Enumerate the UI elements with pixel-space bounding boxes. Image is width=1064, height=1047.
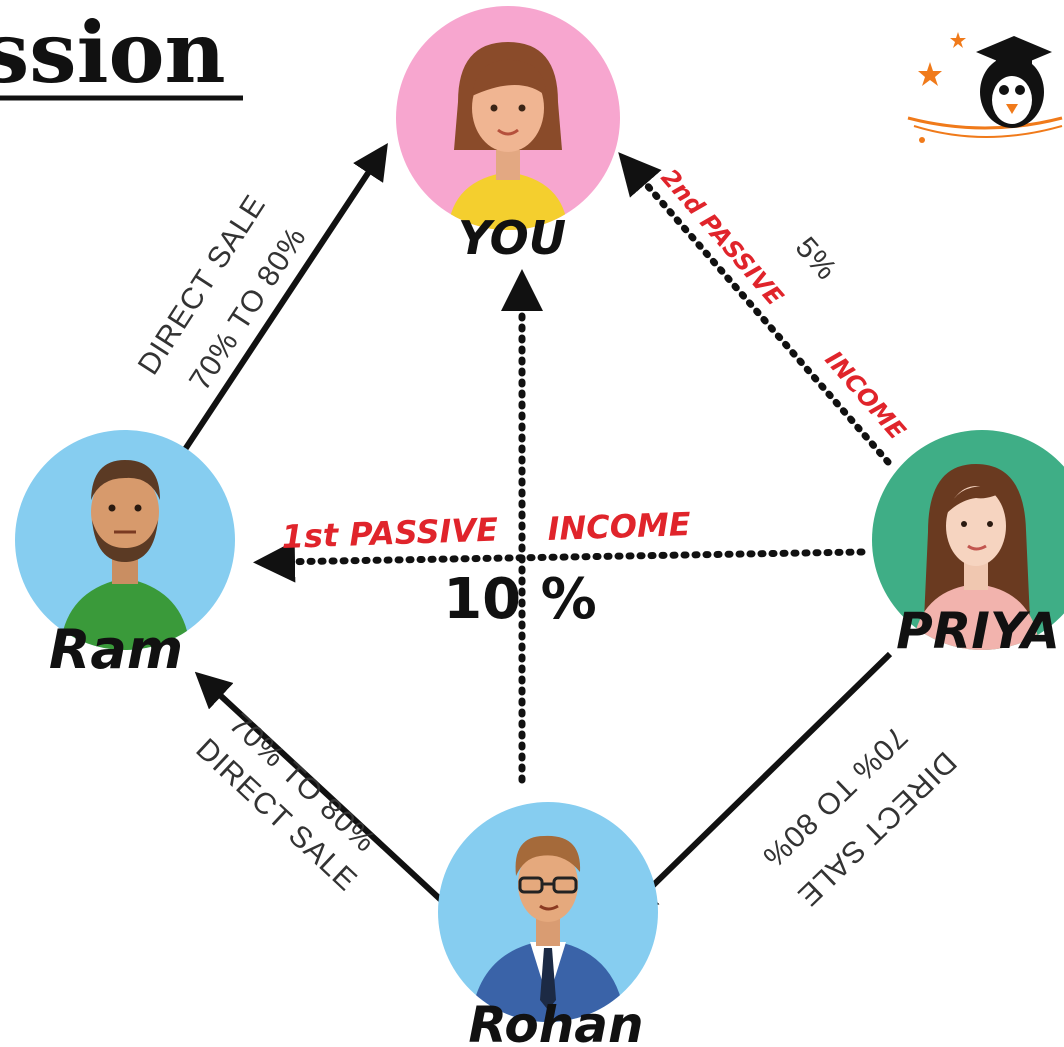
arrow-rohan-to-ram (194, 671, 457, 915)
arrow-ram-to-you (175, 142, 388, 462)
priya-to-you-percent: 5% (789, 231, 844, 287)
node-you-label: YOU (458, 211, 566, 265)
woman-avatar-icon (448, 42, 568, 230)
page-title: ssion (0, 3, 226, 102)
node-ram: Ram (15, 430, 235, 681)
penguin-graduate-logo-icon (907, 32, 1063, 143)
node-rohan-label: Rohan (468, 996, 643, 1047)
arrow-priya-to-rohan (621, 651, 893, 917)
node-you: YOU (396, 6, 620, 265)
priya-to-ram-label-b: INCOME (547, 505, 691, 548)
arrow-priya-to-ram-dotted (253, 540, 866, 583)
priya-to-you-label-a: 2nd PASSIVE (655, 164, 789, 312)
node-ram-label: Ram (49, 618, 183, 681)
node-priya: PRIYA (872, 430, 1064, 660)
woman-long-hair-avatar-icon (912, 464, 1040, 650)
priya-to-ram-label-a: 1st PASSIVE (281, 510, 499, 556)
man-beard-avatar-icon (60, 460, 190, 650)
center-percent-label: 10 % (443, 567, 597, 632)
man-glasses-avatar-icon (470, 835, 626, 1022)
node-rohan: Rohan (438, 802, 658, 1047)
arrow-priya-to-you-dotted (618, 152, 892, 466)
node-priya-label: PRIYA (896, 602, 1060, 660)
